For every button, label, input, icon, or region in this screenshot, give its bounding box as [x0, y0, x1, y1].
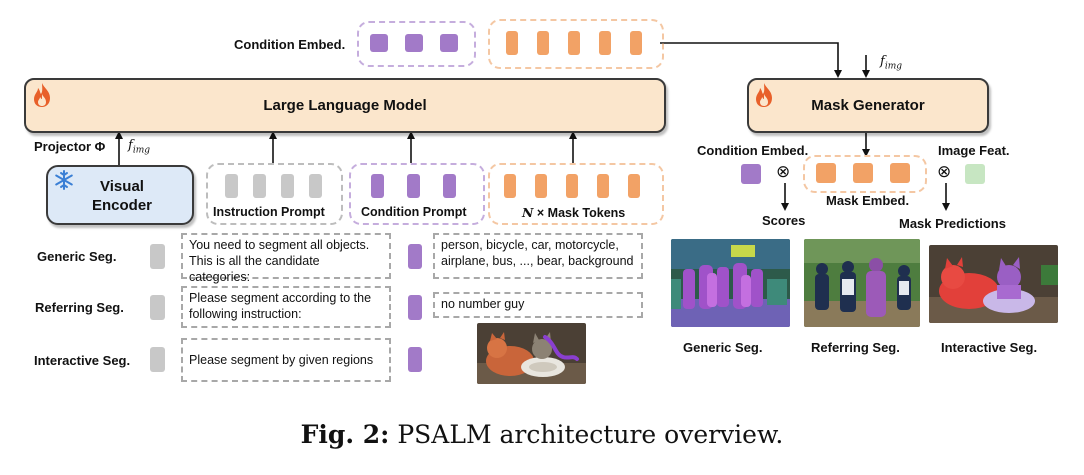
interactive-input-image: [477, 323, 586, 384]
mask-token: [504, 174, 516, 198]
task-referring-condition: no number guy: [433, 292, 643, 318]
fimg-projector-label: fimg: [128, 138, 150, 156]
condition-token: [405, 34, 423, 52]
task-referring-condition-token: [408, 295, 422, 320]
mask-embed-token: [853, 163, 873, 183]
fire-icon: [756, 83, 772, 107]
mask-predictions-label: Mask Predictions: [899, 216, 1006, 231]
figure-caption: Fig. 2: PSALM architecture overview.: [0, 420, 1084, 449]
mask-token: [628, 174, 640, 198]
mask-embed-group: [803, 155, 927, 193]
encoder-label: Visual Encoder: [91, 178, 152, 214]
instruction-token: [225, 174, 238, 198]
task-interactive-condition-token: [408, 347, 422, 372]
caption-text: PSALM architecture overview.: [389, 420, 784, 449]
otimes-icon: ⊗: [776, 162, 791, 182]
right-condition-token: [741, 164, 761, 184]
mask-generator-label: Mask Generator: [811, 97, 925, 114]
condition-prompt-group: Condition Prompt: [349, 163, 485, 225]
mask-embed-token: [890, 163, 910, 183]
result-generic-label: Generic Seg.: [683, 340, 763, 355]
mask-token: [597, 174, 609, 198]
result-referring-label: Referring Seg.: [811, 340, 900, 355]
task-referring-token: [150, 295, 165, 320]
mask-tokens-label: N × Mask Tokens: [522, 205, 626, 220]
interactive-seg-result-image: [929, 245, 1058, 323]
mask-token: [599, 31, 611, 55]
mask-token: [535, 174, 547, 198]
task-generic-label: Generic Seg.: [37, 249, 117, 264]
scores-label: Scores: [762, 213, 806, 228]
instruction-token: [253, 174, 266, 198]
mask-token: [630, 31, 642, 55]
task-generic-token: [150, 244, 165, 269]
instruction-prompt-group: Instruction Prompt: [206, 163, 343, 225]
task-generic-condition-token: [408, 244, 422, 269]
task-generic-instruction: You need to segment all objects. This is…: [181, 233, 391, 284]
task-generic-condition: person, bicycle, car, motorcycle, airpla…: [433, 233, 643, 279]
instruction-token: [281, 174, 294, 198]
condition-token: [440, 34, 458, 52]
right-image-feat-label: Image Feat.: [938, 143, 1010, 158]
top-condition-embed-label: Condition Embed.: [234, 37, 346, 52]
large-language-model-box: Large Language Model: [24, 78, 666, 133]
mask-embed-token: [816, 163, 836, 183]
top-mask-token-group: [488, 19, 664, 69]
condition-prompt-label: Condition Prompt: [361, 205, 467, 219]
task-interactive-instruction: Please segment by given regions: [181, 338, 391, 382]
fimg-top-label: fimg: [880, 54, 902, 72]
mask-generator-box: Mask Generator: [747, 78, 989, 133]
condition-token: [443, 174, 456, 198]
image-feat-token: [965, 164, 985, 184]
fire-icon: [34, 83, 50, 107]
result-interactive-label: Interactive Seg.: [941, 340, 1038, 355]
snowflake-icon: [55, 170, 73, 190]
projector-label: Projector Φ: [34, 139, 106, 154]
instruction-token: [309, 174, 322, 198]
condition-token: [371, 174, 384, 198]
otimes-icon: ⊗: [937, 162, 952, 182]
condition-token: [407, 174, 420, 198]
mask-tokens-group: N × Mask Tokens: [488, 163, 664, 225]
task-referring-label: Referring Seg.: [35, 300, 124, 315]
generic-seg-result-image: [671, 239, 790, 327]
visual-encoder-box: Visual Encoder: [46, 165, 194, 225]
mask-embed-label: Mask Embed.: [826, 193, 910, 208]
llm-label: Large Language Model: [263, 97, 427, 114]
mask-token: [568, 31, 580, 55]
task-interactive-label: Interactive Seg.: [34, 353, 131, 368]
condition-token: [370, 34, 388, 52]
mask-token: [537, 31, 549, 55]
instruction-prompt-label: Instruction Prompt: [213, 205, 325, 219]
right-condition-embed-label: Condition Embed.: [697, 143, 809, 158]
mask-token: [566, 174, 578, 198]
task-interactive-token: [150, 347, 165, 372]
caption-prefix: Fig. 2:: [300, 420, 390, 449]
arrow-mask-tokens-to-generator: [660, 42, 842, 78]
mask-token: [506, 31, 518, 55]
referring-seg-result-image: [804, 239, 920, 327]
top-condition-embed-group: [357, 21, 476, 67]
task-referring-instruction: Please segment according to the followin…: [181, 286, 391, 328]
